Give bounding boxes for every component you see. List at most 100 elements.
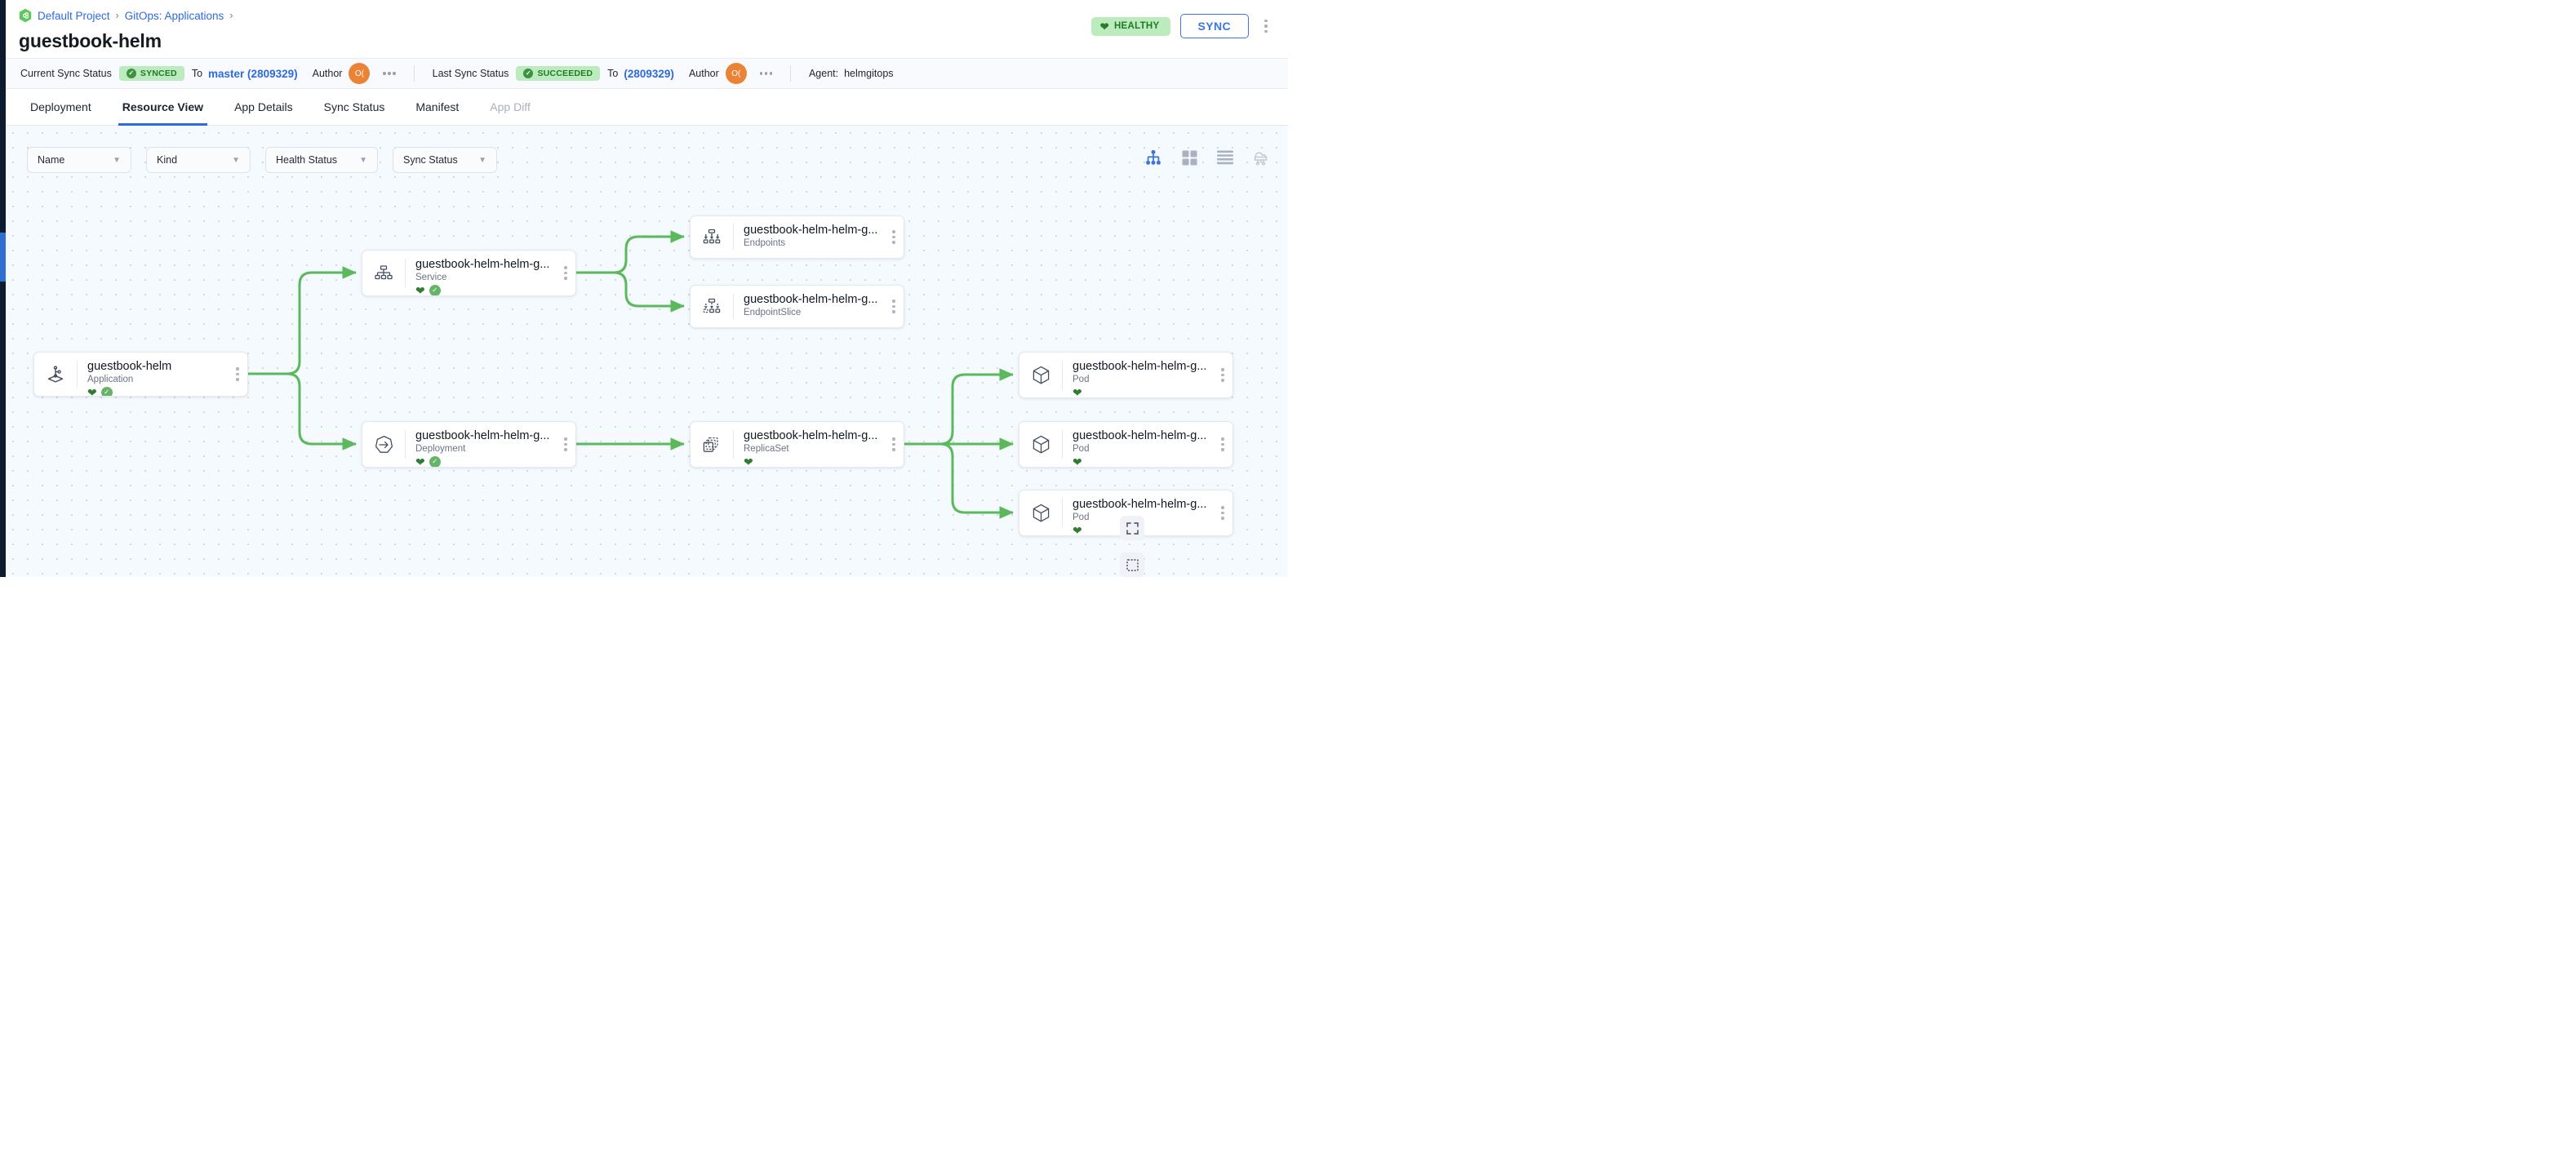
current-sync-status-pill: ✓ SYNCED — [118, 66, 184, 81]
filter-sync-status[interactable]: Sync Status ▼ — [393, 147, 497, 173]
node-status: ❤ ✓ — [415, 455, 556, 467]
node-menu-icon[interactable] — [556, 251, 575, 295]
node-name: guestbook-helm-helm-g... — [415, 429, 550, 442]
chevron-down-icon: ▼ — [359, 155, 367, 165]
heart-icon: ❤ — [1073, 523, 1082, 535]
tab-manifest[interactable]: Manifest — [415, 100, 460, 113]
divider — [1062, 499, 1063, 527]
node-body: guestbook-helm-helm-g... Service ❤ ✓ — [406, 251, 556, 295]
filter-name[interactable]: Name ▼ — [27, 147, 131, 173]
tab-sync-status[interactable]: Sync Status — [323, 100, 385, 113]
check-circle-icon: ✓ — [126, 69, 136, 78]
breadcrumb-item-1[interactable]: GitOps: Applications — [124, 9, 224, 22]
node-name: guestbook-helm-helm-g... — [744, 429, 878, 442]
node-body: guestbook-helm-helm-g... Pod ❤ — [1063, 490, 1213, 535]
tab-resource-view[interactable]: Resource View — [107, 89, 219, 126]
filter-name-label: Name — [38, 154, 65, 166]
node-body: guestbook-helm-helm-g... Pod ❤ — [1063, 353, 1213, 397]
last-to-label: To — [607, 68, 619, 79]
node-name: guestbook-helm-helm-g... — [744, 224, 878, 237]
last-sync-status-value: SUCCEEDED — [537, 69, 593, 78]
node-kind: Endpoints — [744, 238, 786, 249]
node-name: guestbook-helm-helm-g... — [1073, 498, 1207, 511]
avatar[interactable]: O( — [349, 63, 371, 84]
graph-node-endpoints[interactable]: guestbook-helm-helm-g... Endpoints — [690, 215, 904, 259]
node-status: ❤ — [1073, 524, 1213, 535]
graph-node-deployment[interactable]: guestbook-helm-helm-g... Deployment ❤ ✓ — [362, 421, 576, 468]
sync-check-icon: ✓ — [100, 386, 113, 396]
graph-node-replicaset[interactable]: guestbook-helm-helm-g... ReplicaSet ❤ — [690, 421, 904, 468]
current-author-label: Author — [312, 68, 343, 79]
node-menu-icon[interactable] — [884, 422, 904, 467]
current-sync-more-icon[interactable] — [383, 72, 396, 75]
current-revision-link[interactable]: master (2809329) — [208, 67, 298, 80]
breadcrumb-separator-0: › — [115, 10, 119, 21]
health-status-label: HEALTHY — [1113, 21, 1160, 31]
node-status: ❤ — [1073, 455, 1213, 467]
divider — [413, 65, 415, 82]
node-menu-icon[interactable] — [556, 422, 575, 467]
node-kind: Pod — [1073, 444, 1090, 455]
graph-node-pod-1[interactable]: guestbook-helm-helm-g... Pod ❤ — [1019, 352, 1233, 398]
node-kind: Service — [415, 273, 447, 283]
kebab-menu-icon[interactable] — [1259, 19, 1273, 33]
node-body: guestbook-helm-helm-g... Deployment ❤ ✓ — [406, 422, 556, 467]
filter-health-status[interactable]: Health Status ▼ — [265, 147, 378, 173]
application-icon — [34, 353, 77, 396]
left-nav-rail — [0, 0, 6, 577]
chevron-down-icon: ▼ — [232, 155, 240, 165]
node-menu-icon[interactable] — [1213, 353, 1232, 397]
node-status: ❤ — [1073, 386, 1213, 397]
node-menu-icon[interactable] — [228, 353, 247, 396]
node-kind: ReplicaSet — [744, 444, 789, 455]
node-kind: Pod — [1073, 375, 1090, 385]
replicaset-icon — [691, 422, 733, 467]
health-status-badge[interactable]: ❤ HEALTHY — [1090, 16, 1170, 36]
deployment-icon — [362, 422, 405, 467]
node-name: guestbook-helm-helm-g... — [415, 258, 550, 271]
last-revision-link[interactable]: (2809329) — [624, 67, 674, 80]
sync-check-icon: ✓ — [429, 284, 441, 295]
graph-node-application[interactable]: guestbook-helm Application ❤ ✓ — [33, 352, 248, 397]
graph-node-endpointslice[interactable]: guestbook-helm-helm-g... EndpointSlice — [690, 285, 904, 328]
node-kind: Application — [87, 375, 134, 385]
filter-kind[interactable]: Kind ▼ — [146, 147, 251, 173]
resource-graph-canvas[interactable]: Name ▼ Kind ▼ Health Status ▼ Sync Statu… — [6, 126, 1288, 577]
list-view-icon[interactable] — [1216, 149, 1234, 166]
node-body: guestbook-helm-helm-g... EndpointSlice — [734, 286, 884, 327]
heart-icon: ❤ — [1073, 385, 1082, 397]
view-mode-toggle-group — [1144, 149, 1270, 166]
node-body: guestbook-helm-helm-g... Pod ❤ — [1063, 422, 1213, 467]
sync-button[interactable]: SYNC — [1179, 14, 1249, 38]
graph-node-service[interactable]: guestbook-helm-helm-g... Service ❤ ✓ — [362, 250, 576, 296]
node-menu-icon[interactable] — [1213, 490, 1232, 535]
agent-info: Agent:helmgitops — [809, 68, 894, 79]
pod-icon — [1019, 422, 1062, 467]
graph-node-pod-2[interactable]: guestbook-helm-helm-g... Pod ❤ — [1019, 421, 1233, 468]
node-menu-icon[interactable] — [884, 286, 904, 327]
tab-deployment[interactable]: Deployment — [30, 100, 91, 113]
chevron-down-icon: ▼ — [113, 155, 121, 165]
sync-status-bar: Current Sync Status ✓ SYNCED To master (… — [6, 58, 1288, 89]
grid-view-icon[interactable] — [1180, 149, 1198, 166]
divider — [1062, 361, 1063, 389]
last-sync-status-label: Last Sync Status — [432, 68, 509, 79]
fullscreen-icon[interactable] — [1120, 516, 1144, 540]
node-menu-icon[interactable] — [884, 216, 904, 258]
last-sync-more-icon[interactable] — [759, 72, 772, 75]
last-sync-status-pill: ✓ SUCCEEDED — [516, 66, 601, 81]
last-author-label: Author — [688, 68, 719, 79]
avatar[interactable]: O( — [725, 63, 747, 84]
selection-box-icon[interactable] — [1120, 553, 1144, 577]
tree-view-icon[interactable] — [1144, 149, 1162, 166]
tab-bar: Deployment Resource View App Details Syn… — [6, 89, 1288, 126]
node-menu-icon[interactable] — [1213, 422, 1232, 467]
breadcrumb-item-0[interactable]: Default Project — [38, 9, 110, 22]
node-status: ❤ — [744, 455, 884, 467]
node-name: guestbook-helm-helm-g... — [1073, 429, 1207, 442]
network-view-icon[interactable] — [1252, 149, 1270, 166]
pod-icon — [1019, 353, 1062, 397]
node-name: guestbook-helm-helm-g... — [1073, 360, 1207, 373]
agent-value: helmgitops — [844, 68, 894, 79]
tab-app-details[interactable]: App Details — [234, 100, 293, 113]
